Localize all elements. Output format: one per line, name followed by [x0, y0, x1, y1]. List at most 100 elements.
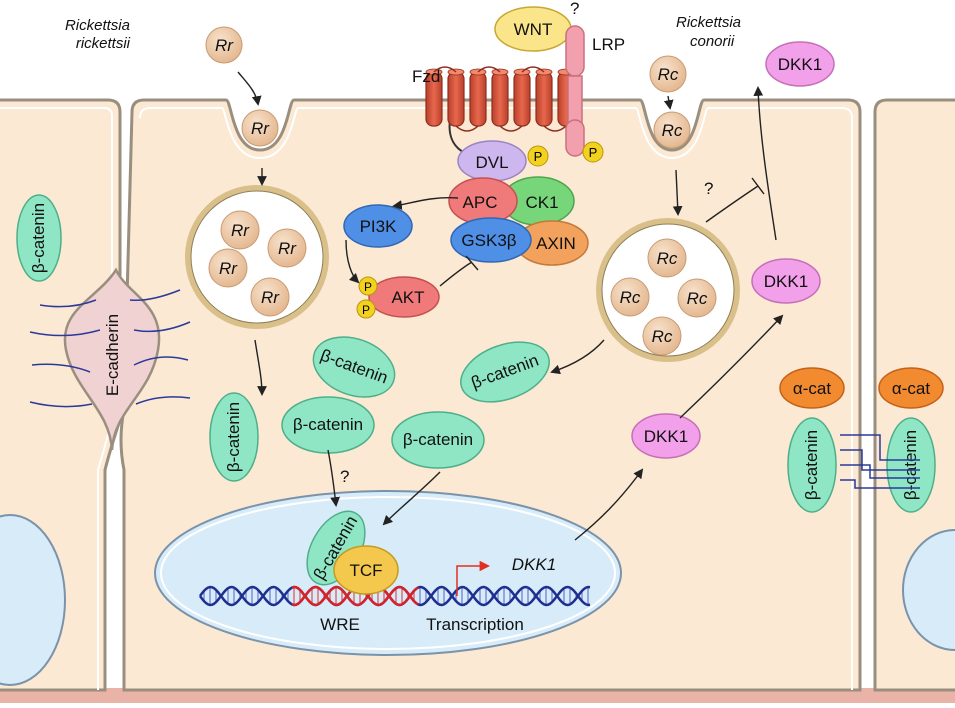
wnt-label: WNT [514, 20, 553, 39]
beta-catenin: β-catenin [886, 417, 936, 513]
fzd-loop [477, 66, 501, 73]
gsk3b-protein: GSK3β [450, 217, 532, 263]
arrow-dkk1-secrete [679, 314, 784, 419]
wre-segment [291, 585, 419, 607]
axin-protein: AXIN [515, 220, 589, 266]
rc-vacuole [596, 218, 740, 362]
arrow-dkk1-extracellular [753, 86, 777, 241]
arrow-apc-to-pi3k [392, 196, 459, 210]
rc-bacterium-free: Rc [649, 55, 687, 93]
rc-bacterium-internal: Rc [677, 278, 717, 318]
tcf-label: TCF [349, 561, 382, 580]
rc-dkk1-question: ? [704, 179, 713, 198]
lrp-phospho: P [582, 141, 604, 163]
fzd-loop [521, 66, 545, 73]
rr-bacterium-internal: Rr [250, 277, 290, 317]
rc-label: Rc [652, 327, 673, 346]
rr-label: Rr [219, 259, 238, 278]
rr-label: Rr [261, 288, 280, 307]
transcription-label: Transcription [426, 615, 524, 634]
e-cadherin-label: E-cadherin [103, 314, 122, 396]
beta-catenin-label: β-catenin [802, 430, 821, 500]
rc-label: Rc [662, 121, 683, 140]
fzd-helix [513, 71, 531, 127]
arrow-rc-entry [663, 95, 674, 110]
beta-catenin-label: β-catenin [293, 415, 363, 434]
inhibit-bar-gsk3b [465, 255, 479, 271]
fzd-helix [491, 71, 509, 127]
gsk3b-label: GSK3β [461, 231, 516, 250]
adherens-junction-right [840, 434, 920, 489]
fzd-loop [455, 125, 479, 132]
basement-strip [0, 688, 955, 703]
rc-bacterium-internal: Rc [647, 238, 687, 278]
rr-bacterium-internal: Rr [220, 210, 260, 250]
rickettsia-rickettsii-caption: Rickettsia rickettsii [65, 17, 131, 52]
caption-line-2: rickettsii [76, 35, 131, 52]
akt-phospho-1: P [358, 276, 378, 296]
wre-label: WRE [320, 615, 360, 634]
arrows [237, 71, 784, 541]
fzd-loop [433, 66, 457, 73]
dvl-phospho: P [527, 145, 549, 167]
rr-label: Rr [251, 119, 270, 138]
left-nucleus [0, 514, 66, 686]
rc-label: Rc [658, 65, 679, 84]
p-label: P [589, 145, 598, 160]
rc-bacterium-entry: Rc [653, 111, 691, 149]
arrow-betacat-to-nucleus [327, 449, 340, 507]
alpha-catenin: α-cat [878, 367, 944, 409]
rr-bacterium-internal: Rr [267, 228, 307, 268]
caption-line-2: conorii [690, 33, 735, 50]
akt-label: AKT [391, 288, 424, 307]
fzd-loop [543, 125, 567, 132]
transcription-start-arrow [456, 560, 491, 596]
arrow-vacuole-to-betacat [550, 339, 605, 375]
beta-catenin-label: β-catenin [901, 430, 920, 500]
beta-catenin: β-catenin [787, 417, 837, 513]
alpha-cat-label: α-cat [793, 379, 831, 398]
fzd-helix [469, 71, 487, 127]
fzd-receptor: Fzd [412, 66, 575, 158]
rc-inhibits-dkk1 [705, 185, 759, 223]
beta-catenin-label: β-catenin [224, 402, 243, 472]
fzd-helix [447, 71, 465, 127]
p-label: P [362, 303, 370, 317]
pi3k-label: PI3K [360, 217, 398, 236]
rc-bacterium-internal: Rc [642, 316, 682, 356]
rc-label: Rc [657, 249, 678, 268]
apc-label: APC [463, 193, 498, 212]
inhibit-bar-rc [751, 177, 765, 195]
apc-protein: APC [448, 177, 518, 225]
caption-line-1: Rickettsia [676, 14, 741, 31]
ck1-label: CK1 [525, 193, 558, 212]
arrow-betacat2-to-nucleus [382, 471, 441, 526]
beta-catenin: β-catenin [391, 411, 485, 469]
fzd-helix [535, 71, 553, 127]
dvl-protein: DVL [457, 140, 527, 182]
wnt-ligand: WNT [494, 6, 572, 52]
lrp-receptor: LRP [565, 25, 625, 157]
arrow-dkk1-export [574, 468, 644, 541]
akt-protein: AKT [368, 276, 440, 318]
rc-label: Rc [620, 288, 641, 307]
dkk1-protein: DKK1 [631, 413, 701, 459]
arrow-rr-to-betacat [254, 339, 267, 396]
rr-bacterium-internal: Rr [208, 248, 248, 288]
dkk1-label: DKK1 [644, 427, 688, 446]
beta-catenin: β-catenin [312, 336, 396, 398]
pi3k-protein: PI3K [343, 204, 413, 248]
arrow-rc-to-vacuole [672, 169, 683, 216]
beta-catenin-label: β-catenin [29, 203, 48, 273]
arrow-rr-entry [237, 71, 262, 106]
inhibitions [439, 177, 765, 287]
akt-inhibits-gsk3b [439, 261, 473, 287]
beta-catenin: β-catenin [209, 392, 259, 482]
dvl-label: DVL [475, 153, 508, 172]
dkk1-gene-label: DKK1 [512, 555, 556, 574]
dna-strand [198, 585, 591, 607]
dkk1-protein: DKK1 [751, 258, 821, 304]
betacat-nucleus-question: ? [340, 467, 349, 486]
fzd-loop [499, 125, 523, 132]
